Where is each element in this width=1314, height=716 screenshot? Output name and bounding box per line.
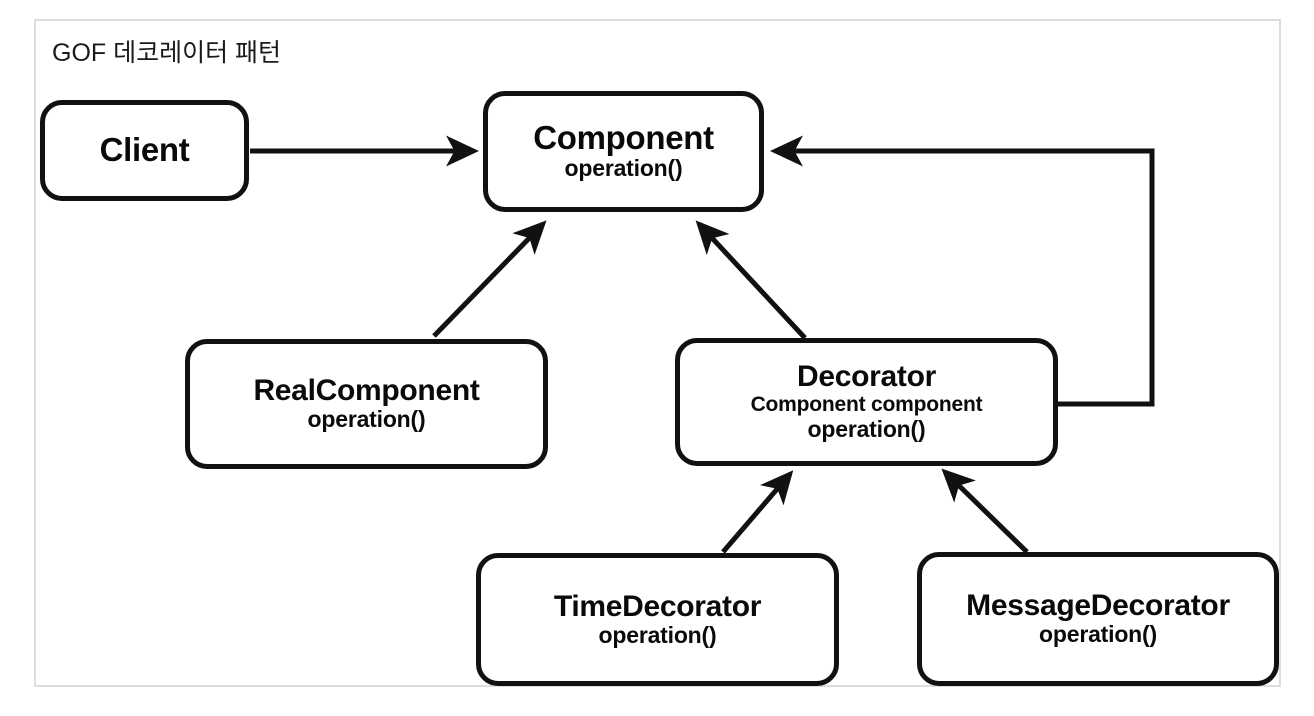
class-name-decorator: Decorator	[796, 360, 936, 394]
class-node-messagedecorator[interactable]: MessageDecorator operation()	[917, 552, 1279, 686]
class-node-decorator[interactable]: Decorator Component component operation(…	[675, 338, 1058, 466]
class-node-realcomponent[interactable]: RealComponent operation()	[185, 339, 548, 469]
class-name-messagedecorator: MessageDecorator	[966, 589, 1230, 623]
class-operation-timedecorator: operation()	[598, 621, 717, 648]
class-operation-component: operation()	[564, 155, 683, 182]
class-operation-decorator: operation()	[807, 415, 926, 442]
class-name-timedecorator: TimeDecorator	[553, 589, 762, 623]
class-name-realcomponent: RealComponent	[253, 374, 480, 408]
class-node-timedecorator[interactable]: TimeDecorator operation()	[476, 553, 839, 686]
class-attribute-decorator: Component component	[750, 393, 983, 417]
class-node-client[interactable]: Client	[40, 100, 249, 201]
class-operation-realcomponent: operation()	[307, 406, 426, 433]
class-node-component[interactable]: Component operation()	[483, 91, 764, 212]
page-title: GOF 데코레이터 패턴	[52, 39, 282, 67]
class-operation-messagedecorator: operation()	[1039, 621, 1157, 648]
class-name-component: Component	[533, 119, 714, 157]
class-name-client: Client	[99, 131, 190, 169]
